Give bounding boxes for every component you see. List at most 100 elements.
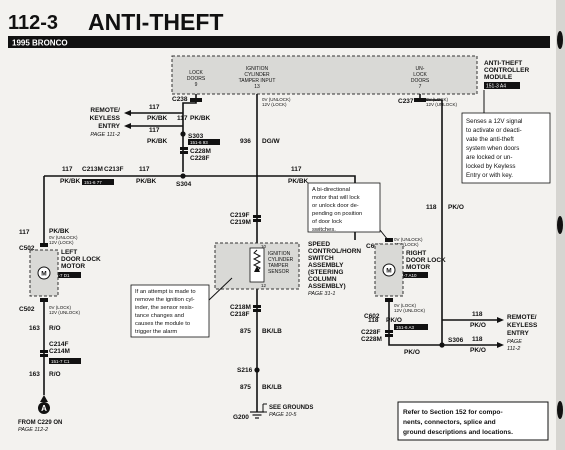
label-g200: G200 [233,414,249,421]
module-ref-tag [484,82,520,89]
right-motor-symbol [382,263,396,277]
c214f-symbol [40,350,48,353]
right-motor-2: DOOR LOCK [406,257,446,264]
ref-tag-151-7-d1 [49,272,81,278]
pin-lock-doors-3: 9 [195,82,198,88]
c218f-symbol [253,309,261,312]
s304-splice [180,173,186,179]
rke-left-arrow-lower [124,123,131,129]
from-c229-letter: A [41,404,47,413]
label-dgw: DG/W [262,138,281,145]
label-c218f: C218F [230,311,250,318]
label-pko-vertical: PK/O [448,204,464,211]
label-pkbk-horiz-c: PK/BK [288,178,309,185]
section-ref-1: Refer to Section 152 for compo- [403,409,503,416]
s306-splice [439,342,445,348]
label-bklb-lower: BK/LB [262,384,282,391]
rke-left-3: ENTRY [98,123,120,130]
anti-theft-module-box [171,55,478,95]
c502-lower-symbol [40,298,48,302]
from-c229-arrow [40,395,48,402]
tamper-note-leader [208,277,233,301]
steering-4: ASSEMBLY [308,262,344,269]
label-117-horiz-b: 117 [139,166,150,173]
page-number: 112-3 [8,12,58,34]
module-note-5: are locked or un- [466,154,512,161]
steering-6: COLUMN [308,276,337,283]
volt-unlock-2: 12V (UNLOCK) [426,102,458,107]
ref-151-6-77: 151-6 77 [84,180,102,185]
volt-unlock-1: 0V (LOCK) [426,97,449,102]
label-117-left: 117 [19,229,30,236]
ref-151-7-a10: 151-7 A10 [396,273,417,278]
tamper-sensor-element [249,247,265,283]
label-s306: S306 [448,337,464,344]
volt-tamper-2: 12V (LOCK) [262,102,287,107]
pin-unlock-doors-2: LOCK [413,72,427,78]
motor-note-4: pending on position [312,211,362,217]
label-ro-lower: R/O [49,371,61,378]
ref-tag-151-6-77 [82,179,114,185]
tamper-note-4: tance changes and [135,313,184,319]
ref-tag-151-6-a3 [394,324,428,330]
c237-symbol [414,98,426,102]
tamper-pin-10: 10 [261,244,267,249]
rke-left-1: REMOTE/ [90,107,120,114]
c214m-symbol [40,354,48,357]
label-117-vertical: 117 [177,115,188,122]
motor-note-box [307,182,381,233]
pin-tamper-4: 13 [254,84,260,90]
module-note-4: system when doors [466,145,519,152]
c238-symbol [190,98,202,102]
tamper-note-6: trigger the alarm [135,329,177,335]
c228f-right-symbol [385,330,393,333]
module-note-1: Senses a 12V signal [466,118,522,125]
label-pkbk-left: PK/BK [49,228,70,235]
label-pko-motor: PK/O [386,317,402,324]
module-note-2: to activate or deacti- [466,127,522,134]
module-note-6: locked by Keyless [466,163,516,170]
module-name-2: CONTROLLER [484,67,529,74]
ref-tag-151-6-93 [188,139,220,145]
section-ref-3: ground descriptions and locations. [403,429,513,436]
tamper-note-2: remove the ignition cyl- [135,297,195,303]
ref-151-6-93: 151-6 93 [190,140,208,145]
pin-unlock-doors-1: UN- [416,66,425,72]
label-c219m: C219M [230,219,251,226]
right-motor-m: M [386,268,391,275]
label-pkbk-vertical: PK/BK [190,115,211,122]
label-c213m: C213M [82,166,103,173]
label-bklb-upper: BK/LB [262,328,282,335]
label-c602-lower: C602 [364,313,380,320]
label-pkbk-upper: PK/BK [147,115,168,122]
ref-tag-151-7-a10 [394,272,428,278]
left-motor-3: MOTOR [61,263,85,270]
module-note-7: Entry or with key. [466,172,513,179]
left-motor-symbol [37,266,51,280]
pin-lock-doors-1: LOCK [189,70,203,76]
right-motor-1: RIGHT [406,250,426,257]
from-c229-badge [38,402,50,414]
steering-7: ASSEMBLY) [308,283,346,290]
right-motor-3: MOTOR [406,264,430,271]
label-117-upper: 117 [149,104,160,111]
steering-page: PAGE 31-1 [308,291,335,297]
label-875-upper: 875 [240,328,251,335]
label-c228f: C228F [190,155,210,162]
rke-right-page-1: PAGE [507,339,522,345]
label-163-upper: 163 [29,325,40,332]
c219m-symbol [253,219,261,222]
label-163-lower: 163 [29,371,40,378]
label-c502-lower: C502 [19,306,35,313]
see-grounds-bracket [262,403,267,413]
label-c228m: C228M [190,148,211,155]
volt-left-upper-1: 0V (UNLOCK) [49,235,78,240]
label-c214f: C214F [49,341,69,348]
rke-left-arrow-upper [124,110,131,116]
label-117-horiz-c: 117 [291,166,302,173]
binder-hole-3 [557,401,563,419]
c228f-symbol [180,151,188,154]
from-c229-page: PAGE 112-2 [18,427,48,433]
steering-5: (STEERING [308,269,343,276]
